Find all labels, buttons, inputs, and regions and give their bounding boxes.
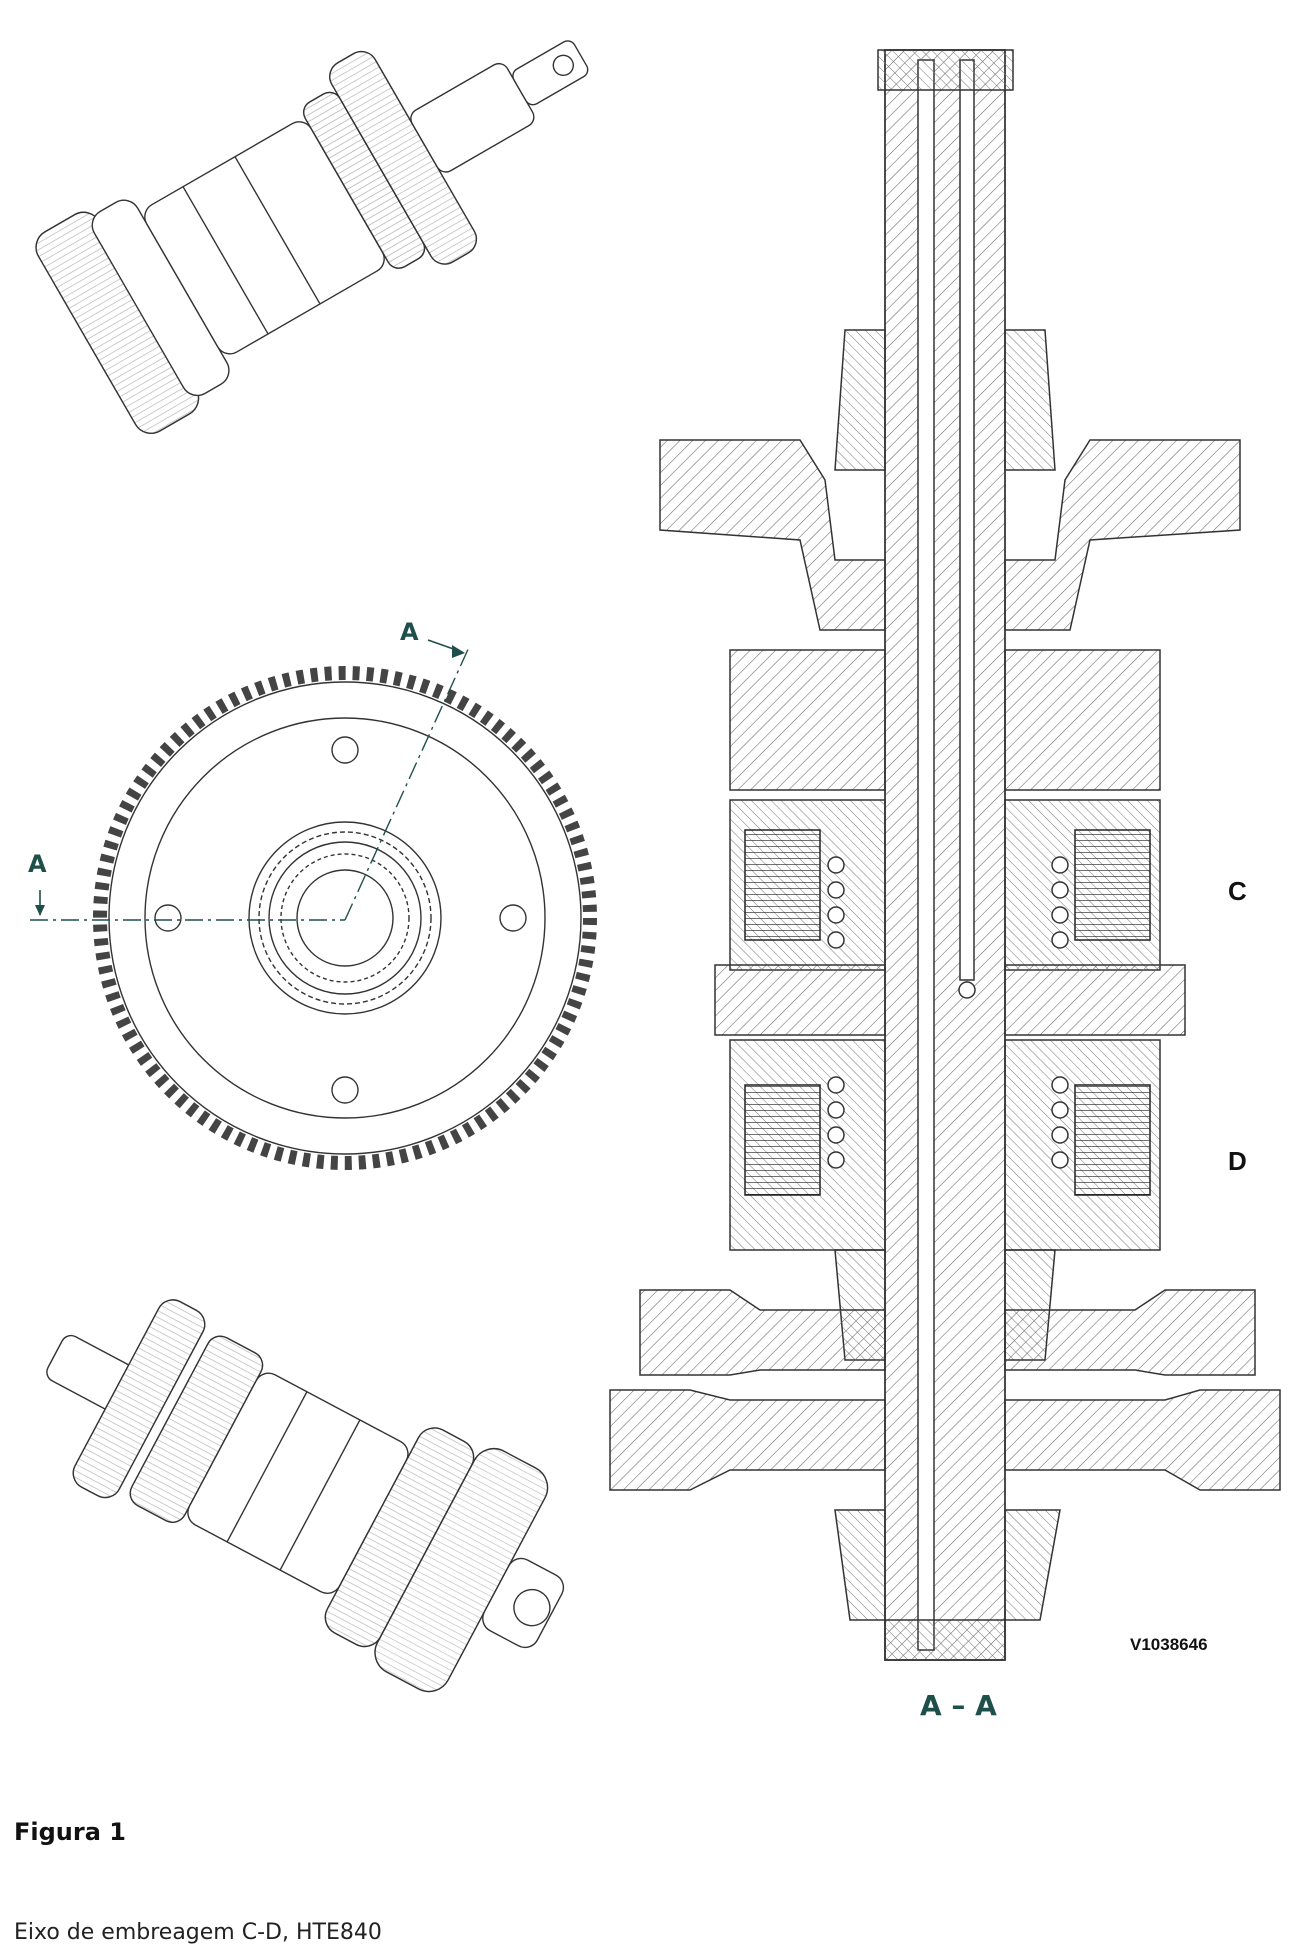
figure-label: Figura 1 (14, 1818, 126, 1846)
isometric-view-top (35, 40, 589, 435)
drawing-code: V1038646 (1130, 1635, 1208, 1654)
sectional-view-a-a (609, 49, 1281, 1661)
gear-teeth-ring (93, 666, 597, 1170)
isometric-view-bottom (46, 1299, 565, 1693)
section-marker-left: A (28, 850, 47, 878)
clutch-d-label: D (1228, 1146, 1247, 1176)
section-marker-top: A (400, 618, 419, 646)
clutch-c-label: C (1228, 876, 1247, 906)
section-title: A – A (920, 1689, 997, 1722)
figure-description: Eixo de embreagem C-D, HTE840 (14, 1920, 382, 1945)
gear-front-view (30, 639, 597, 1170)
technical-drawing: A A (28, 40, 1281, 1722)
